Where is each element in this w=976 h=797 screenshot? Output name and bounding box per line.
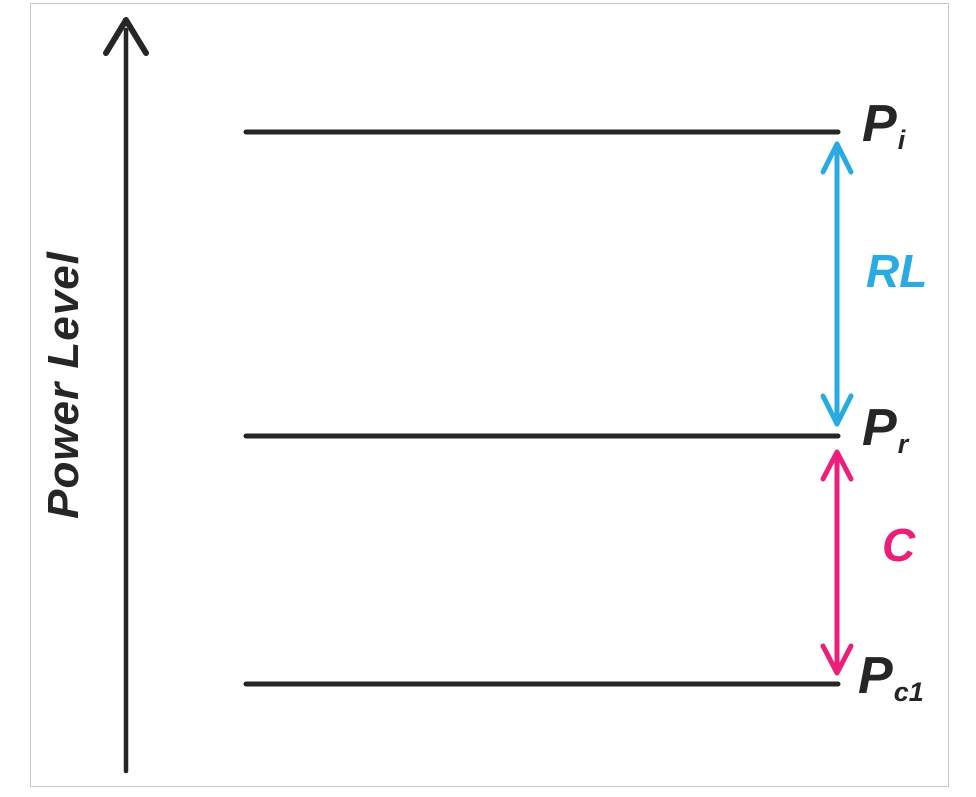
power-axis-label: Power Level — [39, 251, 88, 519]
label-pc1-sub: c1 — [893, 676, 924, 707]
label-pr-base: P — [862, 399, 897, 457]
label-pi: Pi — [862, 95, 905, 153]
rl-arrowhead-down-icon — [820, 393, 854, 427]
label-pc1-base: P — [858, 647, 893, 705]
label-pr: Pr — [862, 399, 908, 457]
label-c: C — [882, 519, 916, 571]
rl-double-arrow-icon — [820, 141, 854, 427]
rl-arrowhead-up-icon — [820, 141, 854, 175]
c-double-arrow-icon — [820, 449, 854, 676]
power-axis-label-text: Power Level — [39, 251, 88, 519]
ink-group — [103, 17, 841, 774]
label-pi-sub: i — [897, 124, 906, 155]
c-arrowhead-up-icon — [820, 449, 854, 482]
power-axis-arrowhead-icon — [103, 17, 149, 56]
c-arrowhead-down-icon — [820, 643, 854, 676]
label-rl: RL — [866, 245, 928, 297]
label-pi-base: P — [862, 95, 897, 153]
label-pr-sub: r — [897, 428, 909, 459]
label-pc1: Pc1 — [858, 647, 924, 705]
